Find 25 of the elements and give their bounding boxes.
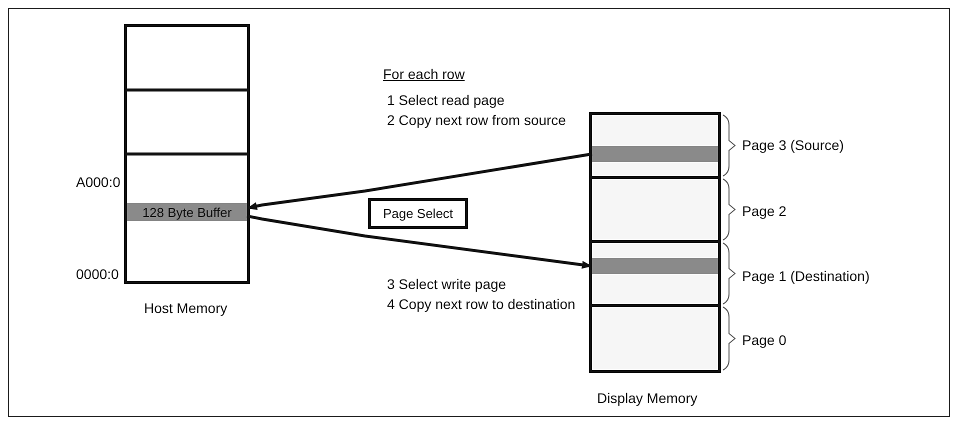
memory-row-strip bbox=[592, 258, 718, 274]
memory-block bbox=[589, 112, 721, 179]
memory-caption: Host Memory bbox=[144, 300, 228, 316]
memory-caption: Page 3 (Source) bbox=[742, 137, 844, 153]
memory-block bbox=[124, 24, 250, 284]
note-text: 0000:0 bbox=[76, 266, 119, 282]
arrow bbox=[247, 152, 592, 210]
buffer-strip: 128 Byte Buffer bbox=[127, 203, 247, 221]
note-text: 1 Select read page bbox=[387, 92, 505, 108]
memory-row-strip bbox=[592, 146, 718, 162]
memory-caption: Page 2 bbox=[742, 203, 786, 219]
memory-caption: Page 0 bbox=[742, 332, 786, 348]
heading: For each row bbox=[383, 66, 465, 82]
arrow bbox=[246, 214, 592, 269]
memory-block bbox=[589, 304, 721, 373]
note-text: 4 Copy next row to destination bbox=[387, 296, 576, 312]
memory-caption: Page 1 (Destination) bbox=[742, 268, 870, 284]
note-text: 2 Copy next row from source bbox=[387, 112, 566, 128]
memory-block bbox=[589, 176, 721, 243]
memory-block bbox=[589, 240, 721, 307]
memory-block bbox=[589, 112, 721, 373]
process-box: Page Select bbox=[368, 198, 468, 229]
note-text: 3 Select write page bbox=[387, 276, 506, 292]
memory-caption: Display Memory bbox=[597, 390, 698, 406]
note-text: A000:0 bbox=[76, 174, 120, 190]
